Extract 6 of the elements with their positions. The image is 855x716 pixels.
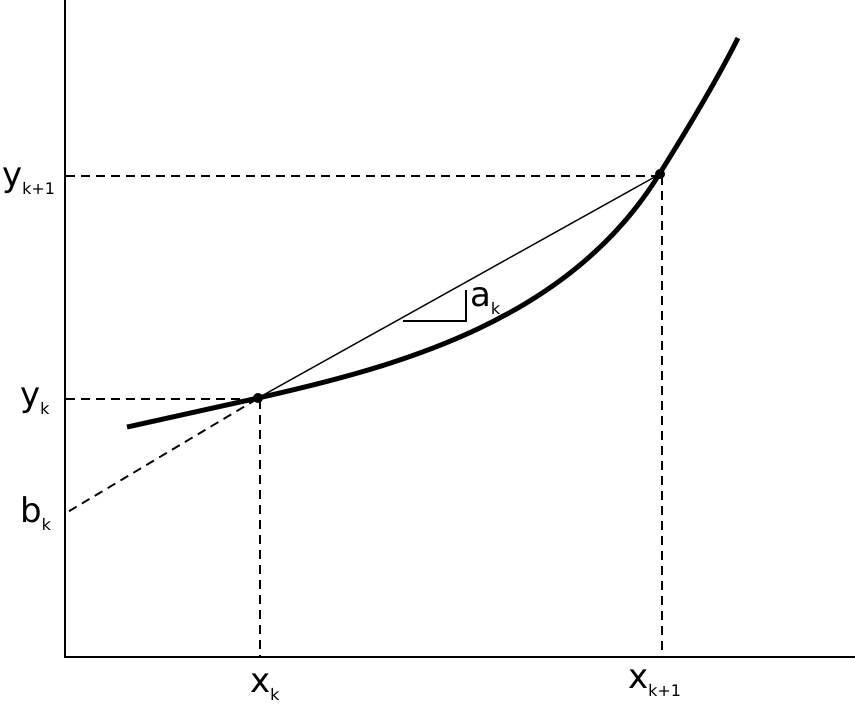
axis-label: x$_{k}$ <box>250 664 280 703</box>
axis-label: y$_{k+1}$ <box>2 158 55 197</box>
axis-label: y$_{k}$ <box>20 378 50 417</box>
slope-label: a$_{k}$ <box>470 278 500 317</box>
axis-label: b$_{k}$ <box>20 494 51 533</box>
axis-label: x$_{k+1}$ <box>628 660 681 699</box>
